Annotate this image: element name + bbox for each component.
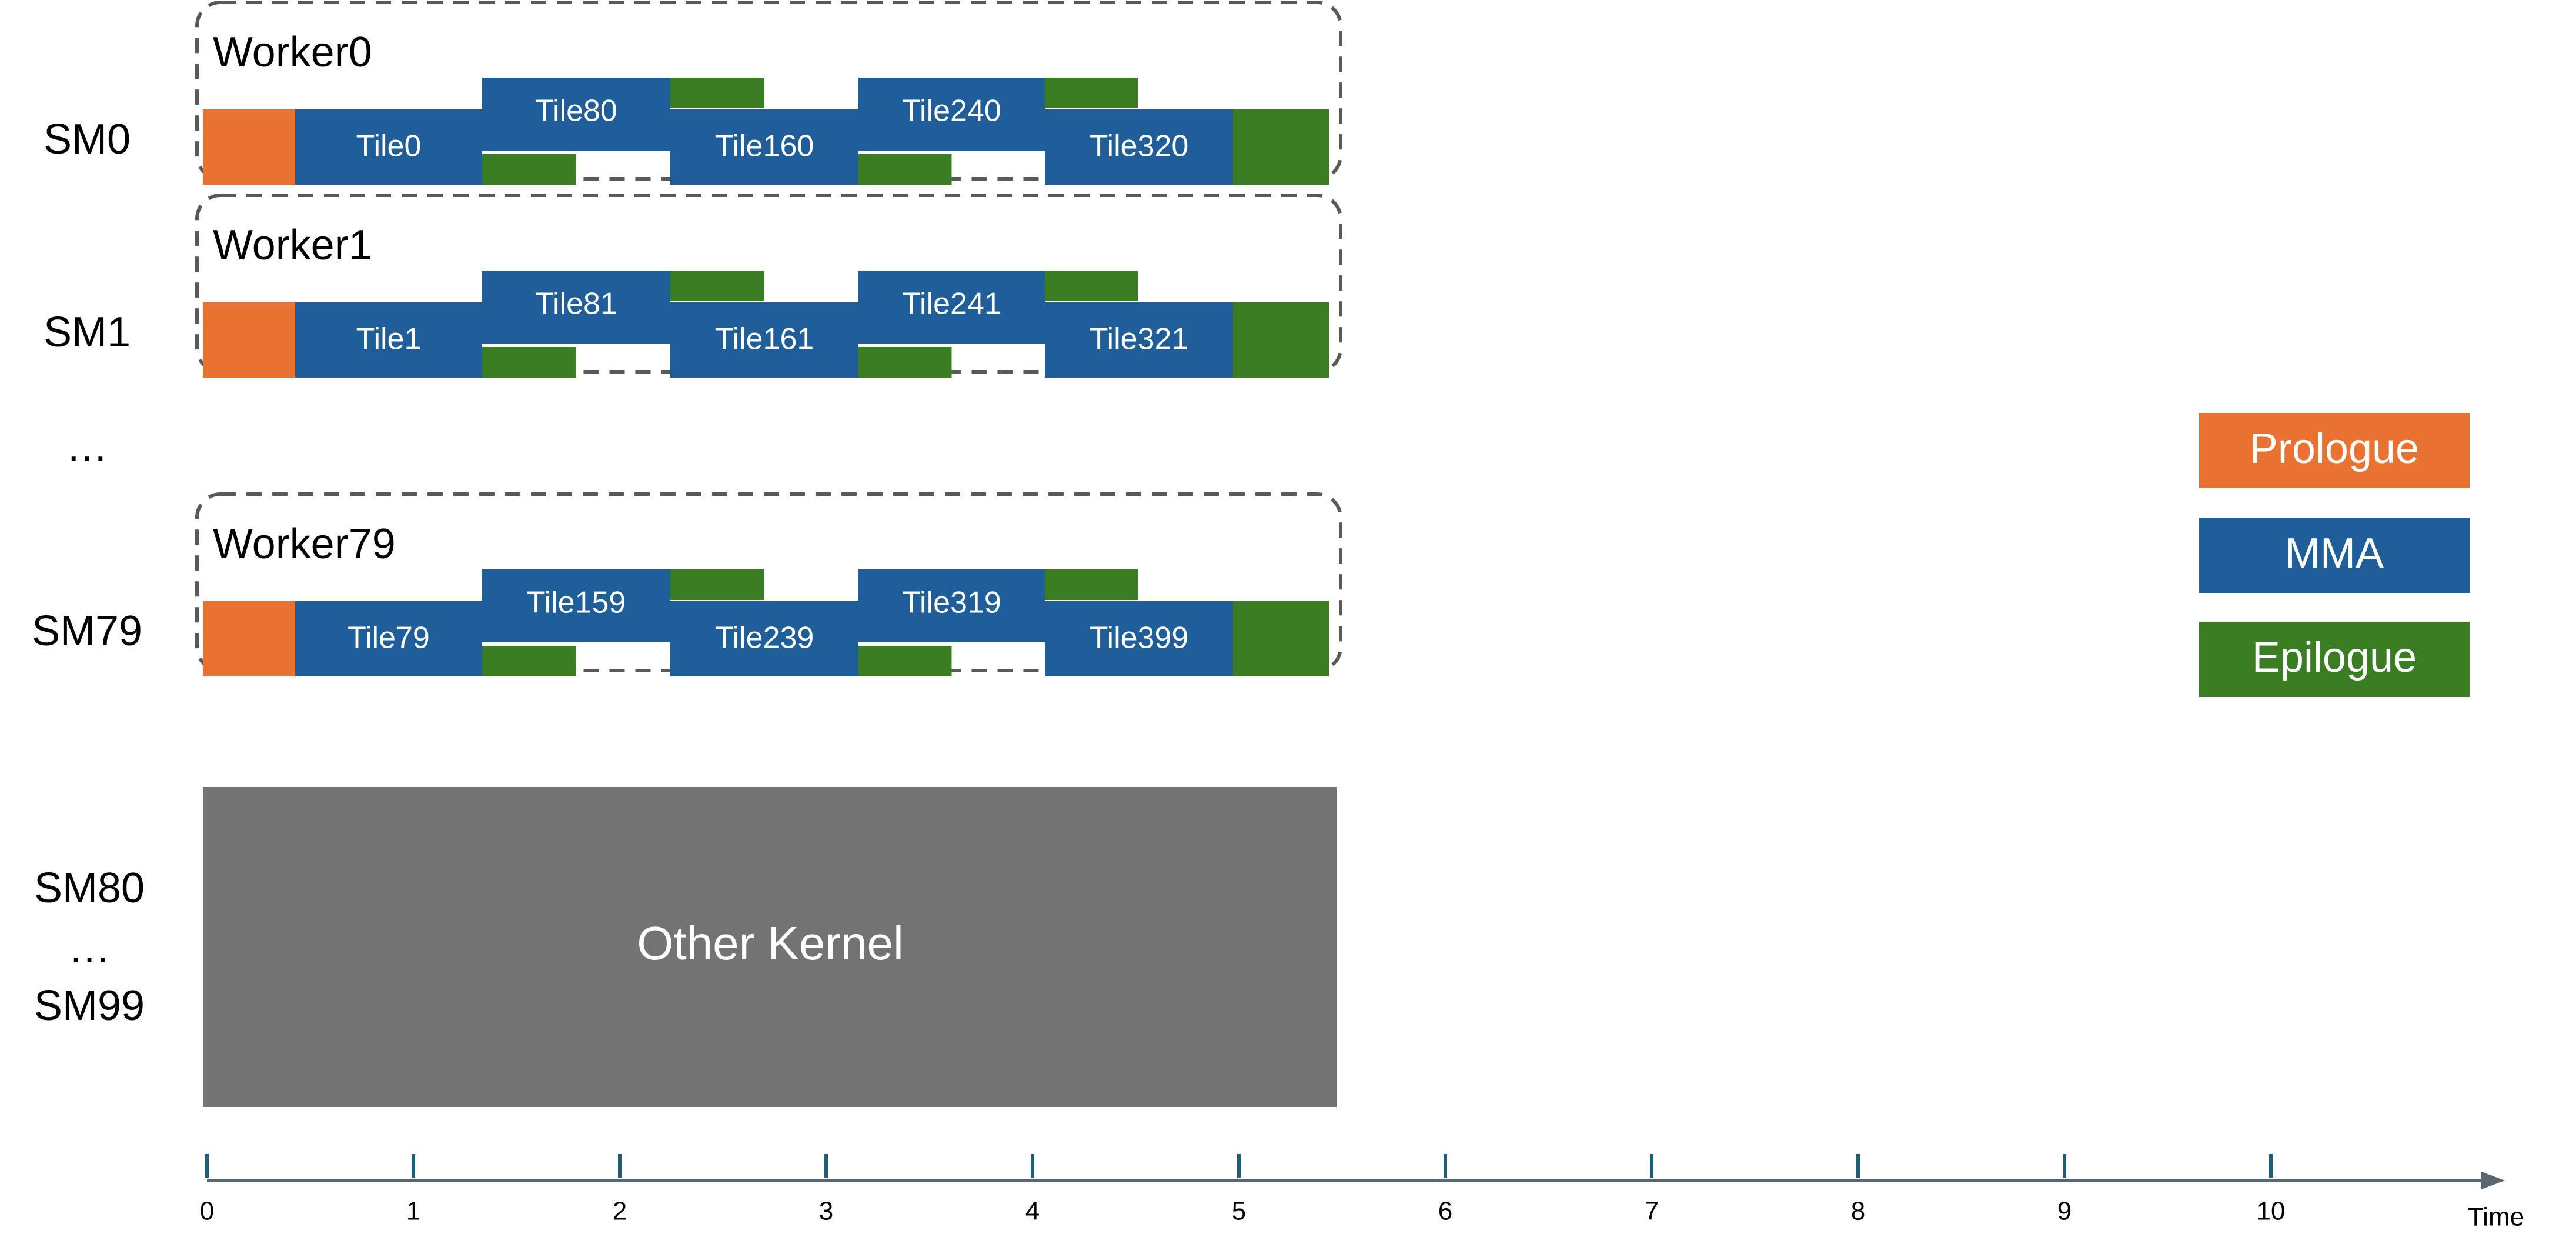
tile-label: Tile321 bbox=[1090, 322, 1189, 356]
axis-tick-label: 10 bbox=[2257, 1197, 2286, 1226]
axis-tick-label: 8 bbox=[1851, 1197, 1865, 1226]
other-kernel-block: Other Kernel bbox=[203, 787, 1337, 1107]
axis-tick-label: 4 bbox=[1025, 1197, 1040, 1226]
mma-tile bbox=[858, 271, 1045, 344]
epilogue-block bbox=[670, 271, 764, 301]
tile-label: Tile399 bbox=[1090, 621, 1189, 655]
tile-label: Tile160 bbox=[715, 129, 814, 164]
axis-tick-label: 1 bbox=[406, 1197, 420, 1226]
tile-label: Tile1 bbox=[356, 322, 422, 356]
sm-ellipsis: … bbox=[66, 424, 108, 471]
epilogue-block bbox=[1045, 271, 1138, 301]
epilogue-block bbox=[670, 78, 764, 108]
axis-tick-label: 3 bbox=[819, 1197, 833, 1226]
tile-label: Tile0 bbox=[356, 129, 422, 164]
mma-tile bbox=[670, 109, 858, 185]
tile-label: Tile240 bbox=[902, 94, 1001, 128]
prologue-block bbox=[203, 302, 295, 378]
mma-tile bbox=[1045, 109, 1233, 185]
axis-tick-label: 6 bbox=[1438, 1197, 1452, 1226]
legend-item: MMA bbox=[2199, 518, 2470, 593]
legend-swatch bbox=[2199, 413, 2470, 488]
tile-label: Tile319 bbox=[902, 586, 1001, 620]
mma-tile bbox=[295, 601, 482, 676]
mma-tile bbox=[482, 271, 670, 344]
epilogue-block bbox=[858, 646, 952, 676]
mma-tile bbox=[670, 302, 858, 378]
tile-label: Tile161 bbox=[715, 322, 814, 356]
other-kernel-rect bbox=[203, 787, 1337, 1107]
legend-label: Prologue bbox=[2250, 425, 2419, 472]
axis-tick-label: 5 bbox=[1232, 1197, 1246, 1226]
worker-label: Worker79 bbox=[213, 521, 396, 568]
tile-label: Tile320 bbox=[1090, 129, 1189, 164]
worker-label: Worker0 bbox=[213, 29, 372, 76]
worker-label: Worker1 bbox=[213, 222, 372, 269]
axis-tick-label: 9 bbox=[2057, 1197, 2072, 1226]
epilogue-block bbox=[1045, 78, 1138, 108]
sm-label-sm99: SM99 bbox=[34, 982, 145, 1029]
prologue-block bbox=[203, 109, 295, 185]
tile-label: Tile81 bbox=[535, 287, 617, 321]
legend-swatch bbox=[2199, 518, 2470, 593]
mma-tile bbox=[482, 569, 670, 642]
tile-label: Tile241 bbox=[902, 287, 1001, 321]
epilogue-block bbox=[1233, 109, 1329, 185]
epilogue-block bbox=[858, 347, 952, 378]
mma-tile bbox=[858, 569, 1045, 642]
legend-item: Epilogue bbox=[2199, 622, 2470, 697]
sm-label-ellipsis-other: … bbox=[68, 925, 111, 972]
epilogue-block bbox=[482, 347, 576, 378]
mma-tile bbox=[670, 601, 858, 676]
epilogue-block bbox=[482, 154, 576, 185]
prologue-block bbox=[203, 601, 295, 676]
mma-tile bbox=[1045, 302, 1233, 378]
epilogue-block bbox=[1045, 569, 1138, 600]
axis-label: Time bbox=[2468, 1203, 2524, 1232]
other-kernel-sm-labels: SM80 … SM99 bbox=[34, 865, 145, 1029]
sm-label: SM1 bbox=[44, 309, 131, 356]
sm-label-sm80: SM80 bbox=[34, 865, 145, 912]
sm-label: SM79 bbox=[32, 608, 142, 655]
legend-label: Epilogue bbox=[2252, 634, 2417, 681]
legend-item: Prologue bbox=[2199, 413, 2470, 488]
tile-label: Tile79 bbox=[348, 621, 430, 655]
axis-arrowhead bbox=[2481, 1172, 2505, 1189]
axis-tick-label: 7 bbox=[1645, 1197, 1659, 1226]
tile-label: Tile80 bbox=[535, 94, 617, 128]
mma-tile bbox=[295, 302, 482, 378]
legend-swatch bbox=[2199, 622, 2470, 697]
tile-label: Tile159 bbox=[527, 586, 626, 620]
mma-tile bbox=[295, 109, 482, 185]
other-kernel-label: Other Kernel bbox=[637, 917, 904, 969]
epilogue-block bbox=[1233, 601, 1329, 676]
epilogue-block bbox=[858, 154, 952, 185]
legend-label: MMA bbox=[2285, 530, 2384, 577]
time-axis: 0 1 2 3 4 5 6 7 8 9 10 Time bbox=[200, 1154, 2524, 1232]
axis-tick-label: 2 bbox=[613, 1197, 627, 1226]
epilogue-block bbox=[482, 646, 576, 676]
epilogue-block bbox=[670, 569, 764, 600]
tile-label: Tile239 bbox=[715, 621, 814, 655]
mma-tile bbox=[1045, 601, 1233, 676]
mma-tile bbox=[858, 78, 1045, 151]
epilogue-block bbox=[1233, 302, 1329, 378]
axis-tick-label: 0 bbox=[200, 1197, 214, 1226]
mma-tile bbox=[482, 78, 670, 151]
sm-label: SM0 bbox=[44, 116, 131, 163]
